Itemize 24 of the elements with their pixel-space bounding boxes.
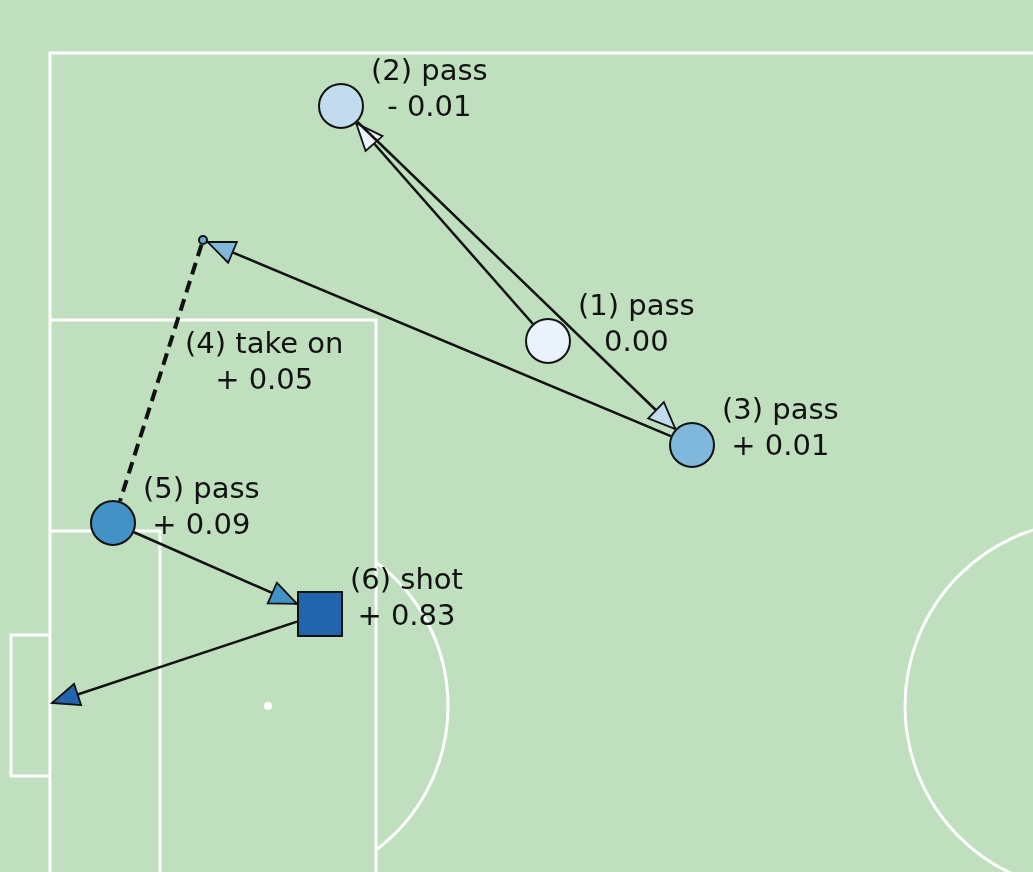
action-point [198, 235, 208, 245]
action-label: (5) pass [143, 470, 260, 506]
action-value: + 0.83 [357, 597, 456, 633]
action-label: (3) pass [722, 391, 839, 427]
dashed-line [118, 244, 204, 502]
arrow [206, 240, 672, 438]
action-label: (2) pass [371, 52, 488, 88]
action-circle [525, 318, 571, 364]
action-label: (6) shot [350, 561, 463, 597]
arrow [133, 531, 298, 606]
action-label: (1) pass [578, 287, 695, 323]
action-label: (4) take on [185, 325, 344, 361]
arrow [356, 121, 677, 430]
action-circle [318, 83, 364, 129]
shot-square [297, 591, 343, 637]
action-circle [90, 500, 136, 546]
action-value: + 0.01 [731, 427, 830, 463]
action-value: - 0.01 [387, 88, 472, 124]
action-value: + 0.05 [215, 361, 314, 397]
action-value: 0.00 [604, 323, 669, 359]
action-value: + 0.09 [152, 506, 251, 542]
arrow [355, 122, 534, 325]
action-circle [669, 422, 715, 468]
arrow [51, 620, 298, 707]
